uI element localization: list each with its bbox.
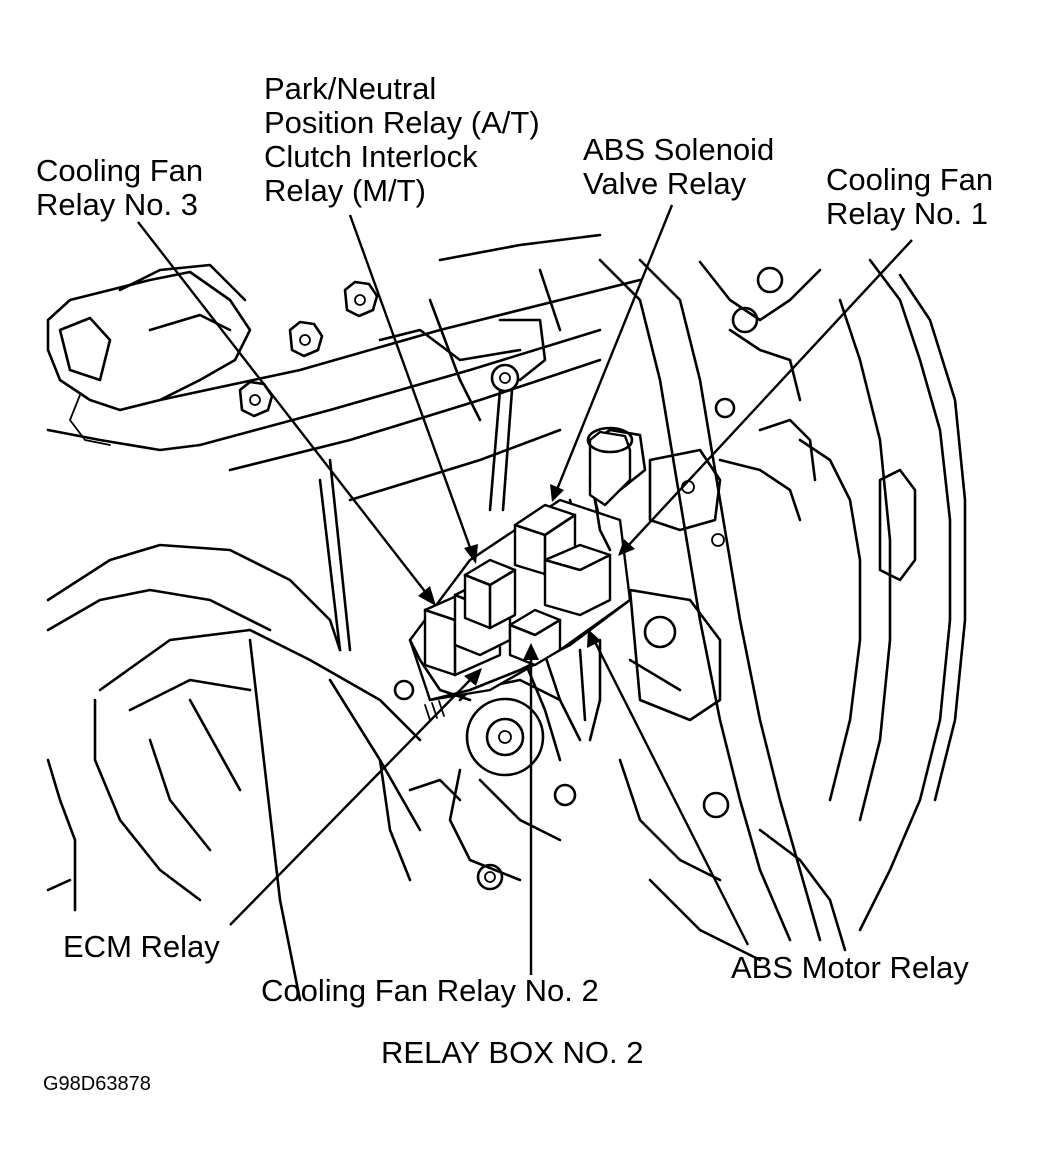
diagram-caption: RELAY BOX NO. 2 [381, 1035, 644, 1070]
label-line: Cooling Fan [36, 153, 204, 188]
abs-actuator [586, 426, 634, 552]
label-cooling-fan-relay-no1: Cooling Fan Relay No. 1 [826, 163, 993, 231]
label-line: Relay No. 3 [36, 187, 198, 222]
label-line: Clutch Interlock [264, 139, 478, 174]
label-cooling-fan-relay-no2: Cooling Fan Relay No. 2 [261, 973, 599, 1008]
figure-id: G98D63878 [43, 1073, 151, 1095]
lower-left-housing [46, 458, 422, 1002]
label-line: Cooling Fan [826, 162, 994, 197]
abs-motor-relay [543, 543, 612, 617]
right-fender-structure [553, 258, 967, 962]
engine-block-outline [46, 233, 642, 512]
label-line: ABS Solenoid [583, 132, 775, 167]
cooling-fan-relay-no2 [508, 608, 562, 667]
label-line: Valve Relay [583, 166, 747, 201]
label-line: Relay (M/T) [264, 173, 426, 208]
label-line: Position Relay (A/T) [264, 105, 540, 140]
leader-lines [137, 204, 913, 975]
label-abs-solenoid-valve-relay: ABS Solenoid Valve Relay [583, 133, 774, 201]
label-park-neutral-position-relay: Park/Neutral Position Relay (A/T) Clutch… [264, 72, 540, 208]
label-abs-motor-relay: ABS Motor Relay [731, 950, 969, 985]
engine-mount [393, 678, 562, 891]
label-cooling-fan-relay-no3: Cooling Fan Relay No. 3 [36, 154, 203, 222]
label-ecm-relay: ECM Relay [63, 929, 220, 964]
label-line: Park/Neutral [264, 71, 437, 106]
label-line: Relay No. 1 [826, 196, 988, 231]
park-neutral-relay [463, 558, 517, 630]
